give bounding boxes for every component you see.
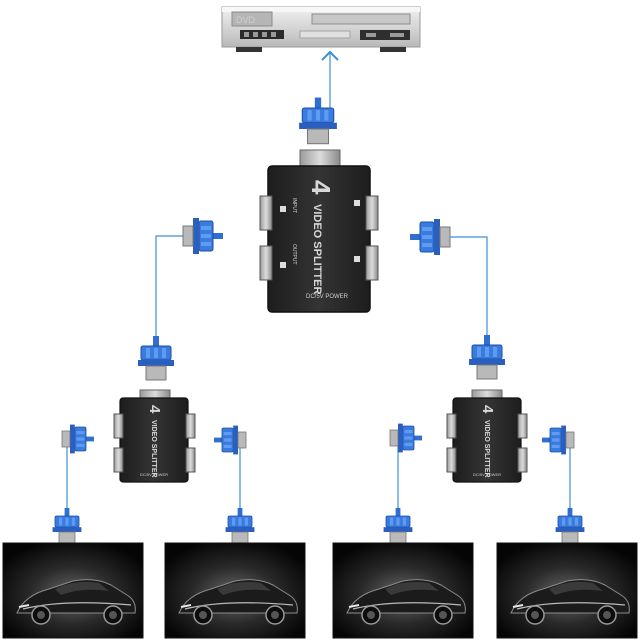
vga-connector-monitor-3 [383, 507, 413, 544]
monitor-4 [496, 542, 638, 639]
left-splitter-brand: VIDEO SPLITTER [150, 420, 157, 478]
vga-connector-monitor-2 [225, 507, 255, 544]
cable-arrow [321, 50, 339, 61]
main-splitter-power-label: DC/5V POWER [306, 294, 349, 300]
vga-connector-monitor-4 [555, 507, 585, 544]
monitor-2 [164, 542, 306, 639]
main-splitter-number: 4 [306, 180, 336, 195]
monitor-3 [332, 542, 474, 639]
dvd-display-text: DVD [236, 15, 256, 25]
vga-connector-left-out-b [213, 425, 247, 455]
vga-connector-right-out-a [389, 423, 423, 453]
vga-connector-main-input [298, 96, 338, 145]
left-splitter: 4 VIDEO SPLITTER DC/5V POWER [113, 389, 196, 483]
right-splitter-number: 4 [479, 405, 496, 414]
vga-connector-main-left [182, 217, 224, 255]
right-splitter: 4 VIDEO SPLITTER DC/5V POWER [446, 389, 528, 483]
dvd-player: DVD [221, 6, 421, 52]
main-splitter-brand: VIDEO SPLITTER [311, 204, 323, 295]
monitor-1 [2, 542, 144, 639]
left-splitter-power-label: DC/5V POWER [140, 472, 168, 477]
cable-main-right [420, 236, 488, 345]
cable-main-left [155, 235, 213, 346]
main-splitter-port-label-input: INPUT [291, 198, 297, 213]
main-splitter-port-label-output: OUTPUT [291, 244, 297, 265]
vga-connector-main-right [409, 218, 451, 256]
vga-connector-left-input [137, 335, 175, 381]
main-splitter: 4 VIDEO SPLITTER INPUT OUTPUT DC/5V POWE… [259, 149, 379, 313]
right-splitter-power-label: DC/5V POWER [473, 472, 501, 477]
vga-connector-monitor-1 [52, 507, 82, 544]
left-splitter-number: 4 [146, 405, 163, 414]
vga-connector-right-out-b [541, 425, 575, 455]
vga-connector-right-input [468, 334, 506, 380]
right-splitter-brand: VIDEO SPLITTER [483, 420, 490, 478]
